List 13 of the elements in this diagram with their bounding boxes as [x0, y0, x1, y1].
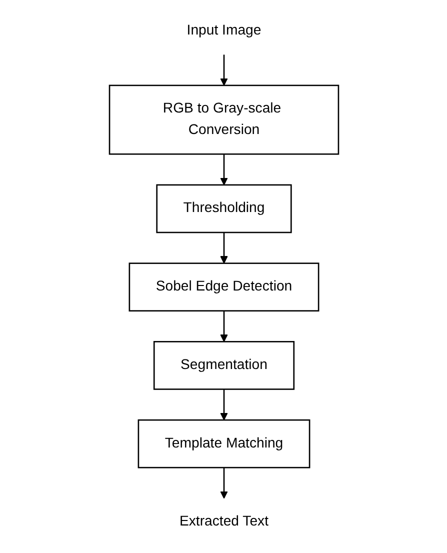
node-box: Template Matching [137, 419, 310, 468]
arrow [220, 468, 228, 499]
node-box: Segmentation [152, 341, 294, 390]
arrow [220, 232, 228, 264]
node-text: Input Image [186, 22, 261, 38]
node-box: RGB to Gray-scale Conversion [108, 84, 339, 155]
arrow [220, 310, 228, 342]
node-box: Thresholding [156, 184, 292, 234]
arrow [220, 154, 228, 186]
arrow [220, 54, 228, 86]
node-box: Sobel Edge Detection [128, 262, 319, 312]
node-text: Extracted Text [178, 514, 268, 530]
arrow [220, 389, 228, 420]
